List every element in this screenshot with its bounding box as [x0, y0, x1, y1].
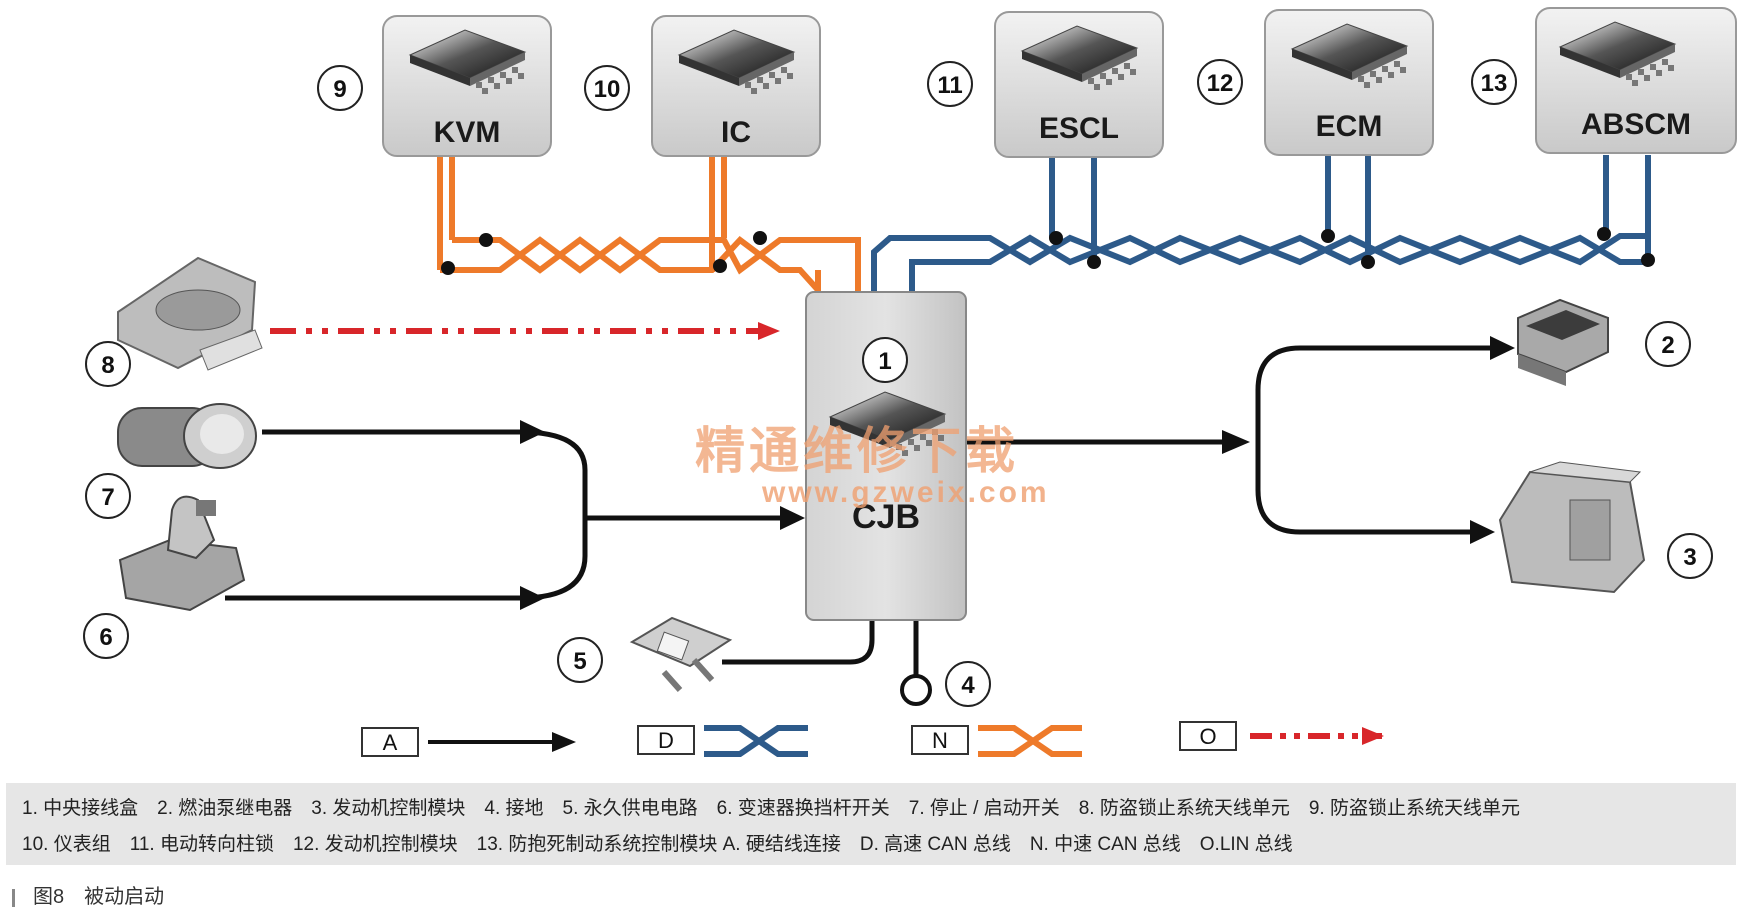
ms-can-junctions	[441, 231, 767, 275]
figure-caption: 图8 被动启动	[12, 880, 164, 909]
passive-start-diagram: KVM IC ESCL ECM ABSCM	[83, 7, 1737, 757]
ecm-module: ECM	[1264, 9, 1434, 156]
callout-7: 7	[85, 473, 131, 519]
hs-can-bus	[871, 155, 1651, 292]
callout-10: 10	[584, 65, 630, 111]
ms-can-bus	[437, 155, 861, 293]
svg-text:6: 6	[99, 624, 112, 651]
key-lin: O	[1179, 721, 1384, 751]
hardwire-outputs	[966, 345, 1500, 535]
cjb-module: CJB	[805, 291, 967, 621]
fuse-wire	[722, 620, 875, 665]
svg-text:4: 4	[961, 672, 975, 699]
key-hs-can: D	[637, 725, 808, 757]
callout-8: 8	[85, 341, 131, 387]
ic-label: IC	[721, 116, 751, 149]
watermark-text: 精通维修下载	[695, 421, 1019, 480]
ecm-label: ECM	[1316, 110, 1383, 143]
watermark-url: www.gzweix.com	[761, 476, 1050, 509]
abscm-module: ABSCM	[1535, 7, 1737, 154]
start-stop-button-icon	[117, 403, 257, 469]
hardwire-input-arrows	[520, 420, 805, 610]
cjb-label: CJB	[852, 498, 920, 536]
engine-ecu-icon	[1498, 461, 1646, 594]
fuel-pump-relay-icon	[1517, 298, 1609, 386]
svg-text:9: 9	[333, 76, 346, 103]
kvm-label: KVM	[434, 116, 501, 149]
callout-1: 1	[862, 337, 908, 383]
callout-9: 9	[317, 65, 363, 111]
svg-text:2: 2	[1661, 332, 1674, 359]
fuse-icon	[629, 616, 733, 692]
legend-line-2: 10. 仪表组 11. 电动转向柱锁 12. 发动机控制模块 13. 防抱死制动…	[22, 834, 1293, 855]
callout-2: 2	[1645, 321, 1691, 367]
hardwire-output-arrows	[1222, 336, 1515, 544]
svg-text:D: D	[658, 728, 674, 753]
svg-text:10: 10	[594, 76, 621, 103]
callout-3: 3	[1667, 533, 1713, 579]
key-ms-can: N	[911, 725, 1082, 757]
legend-box: 1. 中央接线盒 2. 燃油泵继电器 3. 发动机控制模块 4. 接地 5. 永…	[6, 783, 1736, 865]
antenna-unit-icon	[117, 256, 263, 371]
callout-12: 12	[1197, 59, 1243, 105]
kvm-module: KVM	[382, 15, 552, 157]
caption-bar	[12, 888, 15, 907]
key-hardwire: A	[361, 727, 576, 757]
callout-13: 13	[1471, 59, 1517, 105]
svg-text:3: 3	[1683, 544, 1696, 571]
svg-text:13: 13	[1481, 70, 1508, 97]
abscm-label: ABSCM	[1581, 108, 1691, 141]
callout-6: 6	[83, 613, 129, 659]
ic-module: IC	[651, 15, 821, 157]
callout-4: 4	[945, 661, 991, 707]
callout-11: 11	[927, 61, 973, 107]
callout-5: 5	[557, 637, 603, 683]
svg-text:O: O	[1199, 724, 1216, 749]
svg-text:12: 12	[1207, 70, 1234, 97]
svg-text:N: N	[932, 728, 948, 753]
caption-text: 图8 被动启动	[33, 886, 165, 908]
hardwire-inputs	[225, 429, 790, 601]
svg-text:7: 7	[101, 484, 114, 511]
svg-text:5: 5	[573, 648, 586, 675]
svg-text:11: 11	[937, 72, 962, 99]
svg-text:8: 8	[101, 352, 114, 379]
svg-text:A: A	[383, 730, 398, 755]
escl-module: ESCL	[994, 11, 1164, 158]
legend-line-1: 1. 中央接线盒 2. 燃油泵继电器 3. 发动机控制模块 4. 接地 5. 永…	[22, 798, 1520, 819]
hs-can-junctions	[1049, 227, 1655, 269]
escl-label: ESCL	[1039, 112, 1119, 145]
svg-text:1: 1	[878, 348, 891, 375]
gear-selector-icon	[118, 495, 246, 612]
ground-icon	[900, 674, 932, 706]
